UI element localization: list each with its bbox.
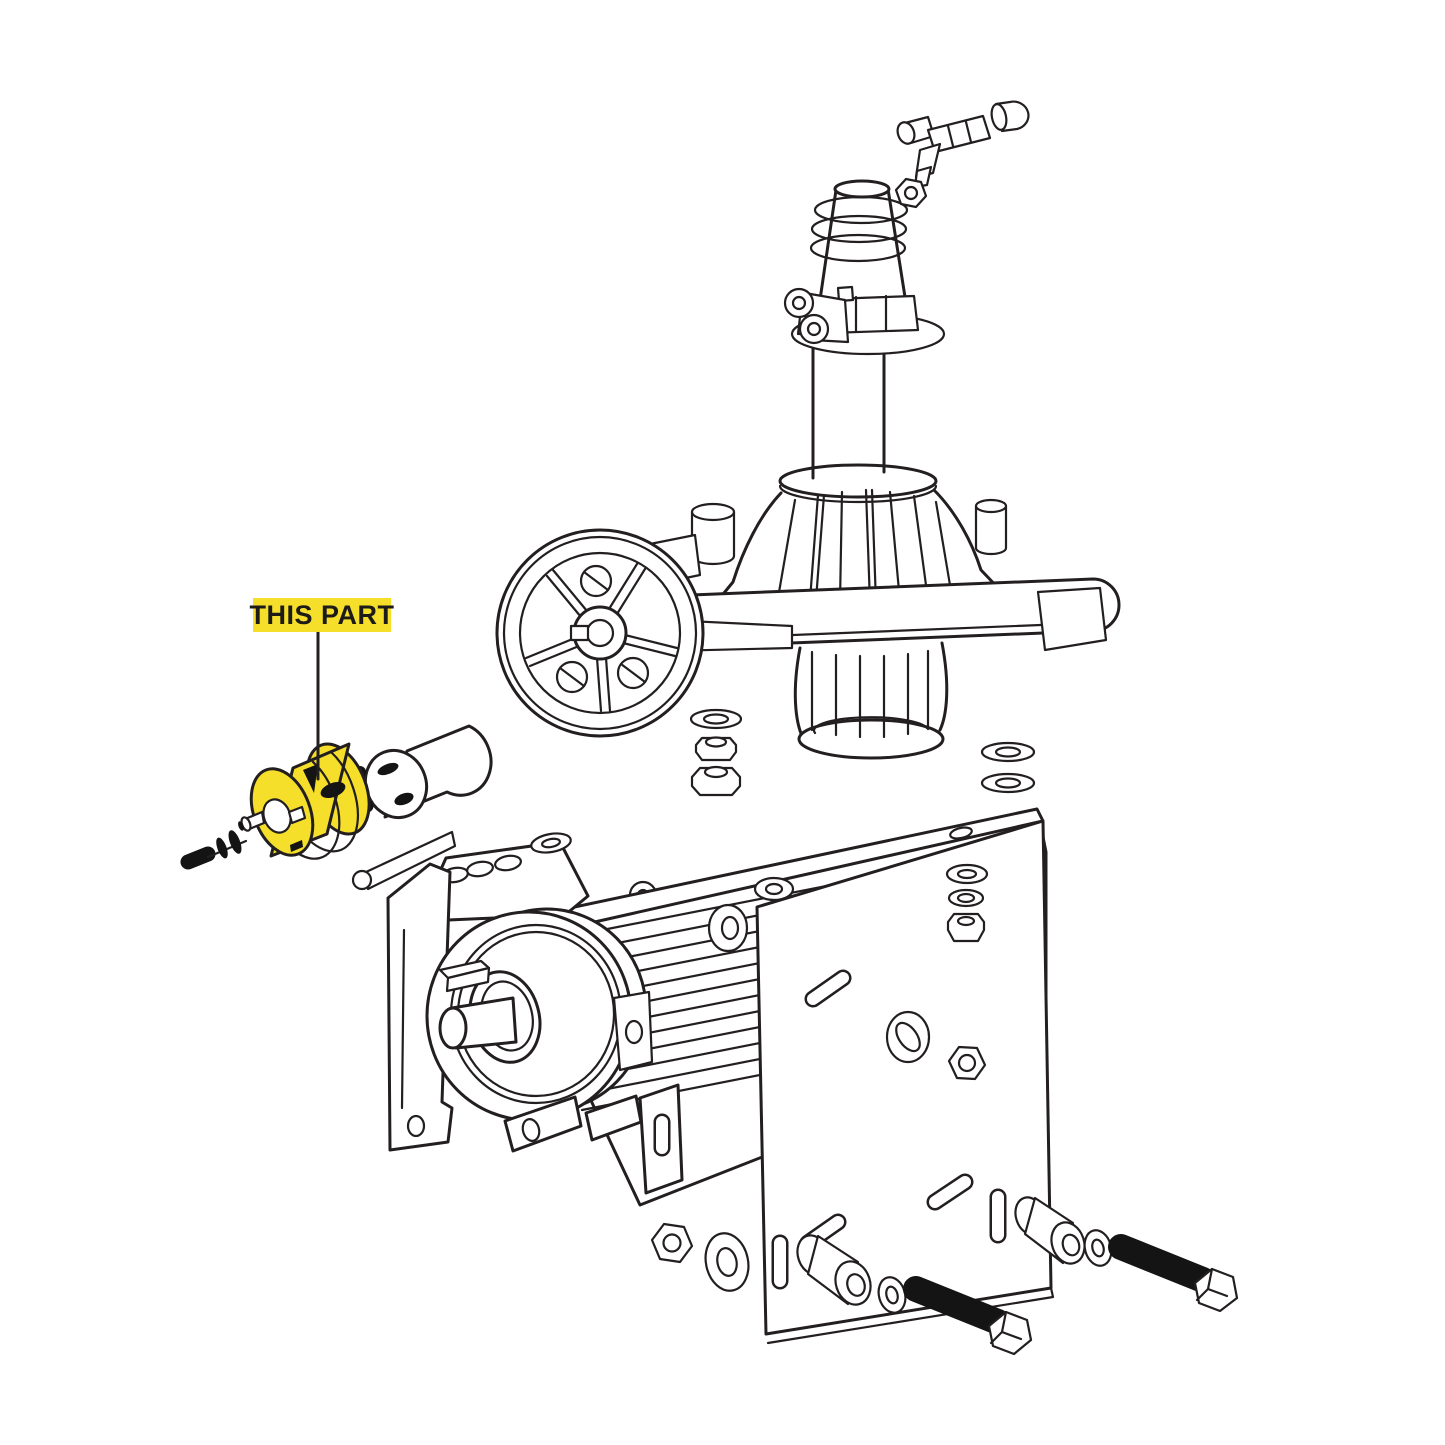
hex-nut-bottom (650, 1222, 694, 1264)
hex-bolt-left (903, 1276, 1033, 1356)
sleeve-slot (394, 792, 414, 806)
pump-dome-left (713, 491, 783, 606)
bolt-head (987, 1310, 1033, 1356)
coupling-keyway (287, 805, 307, 825)
coupling-pin (180, 830, 248, 870)
pump-cone (783, 179, 946, 356)
callout-label: THIS PART (250, 600, 395, 630)
spider-jaw (303, 764, 318, 793)
lifting-rod (351, 830, 457, 891)
pump-collar-ring (778, 463, 938, 499)
washer-stack (945, 863, 989, 943)
shaft-tip (438, 1006, 468, 1050)
pump-assembly (638, 100, 1121, 797)
pump-ports (783, 287, 850, 345)
flange-hole (949, 826, 973, 840)
washer-bottom-left (704, 1232, 750, 1292)
spacer-right (1014, 1196, 1086, 1265)
pulley-keyway (569, 624, 590, 642)
sleeve-slot (377, 762, 399, 776)
drive-pulley (495, 528, 794, 738)
pulley-screw-holes (555, 564, 650, 694)
pulley-bore (585, 618, 615, 648)
pump-ribs-upper (776, 488, 954, 605)
bolt-shaft (1108, 1234, 1216, 1293)
highlighted-coupling (238, 742, 371, 860)
plate-slots (771, 969, 1007, 1290)
tee-fitting (894, 100, 1030, 209)
neck-tab (836, 285, 855, 303)
motor-top-bracket (426, 840, 590, 922)
bottom-fasteners (650, 1196, 1239, 1356)
washer-right (1083, 1229, 1113, 1267)
pump-lower-bell (793, 641, 949, 760)
hex-bolt-right (1108, 1234, 1239, 1313)
coil-spring (809, 195, 909, 263)
coupling-sleeve (363, 724, 493, 820)
washer-mid (877, 1276, 907, 1314)
pump-collar-inner (778, 484, 938, 504)
bracket-washer (530, 832, 572, 854)
mounting-plate (549, 807, 1055, 1345)
motor-feet (503, 1083, 684, 1195)
shaft-key (438, 959, 491, 993)
pump-hardware-left (689, 708, 743, 797)
plate-bottom-edge (764, 1286, 1055, 1345)
pulley-spokes (524, 562, 679, 713)
pump-hardware-right (980, 741, 1036, 794)
motor-left-bracket (386, 862, 454, 1152)
electric-motor (351, 830, 684, 1195)
bolt-shaft (903, 1276, 1011, 1335)
motor-face (425, 907, 654, 1122)
bolt-head (1193, 1267, 1239, 1313)
pump-post-right (974, 498, 1008, 556)
cap (990, 100, 1030, 133)
pump-ribs-lower (810, 649, 930, 739)
plate-grommet (885, 1010, 931, 1064)
spider-jaw (290, 840, 303, 852)
flange-grommet (753, 876, 795, 902)
coupling-group: THIS PART (180, 598, 493, 870)
callout: THIS PART (250, 598, 395, 781)
spider-jaw (320, 781, 346, 799)
spacer-left (796, 1234, 872, 1306)
pump-dome-right (932, 488, 1004, 594)
hex-nut-fitting (894, 177, 928, 209)
terminal-bushing-large (707, 903, 749, 953)
callout-box (253, 598, 391, 632)
plate-hex-nut (947, 1045, 987, 1081)
